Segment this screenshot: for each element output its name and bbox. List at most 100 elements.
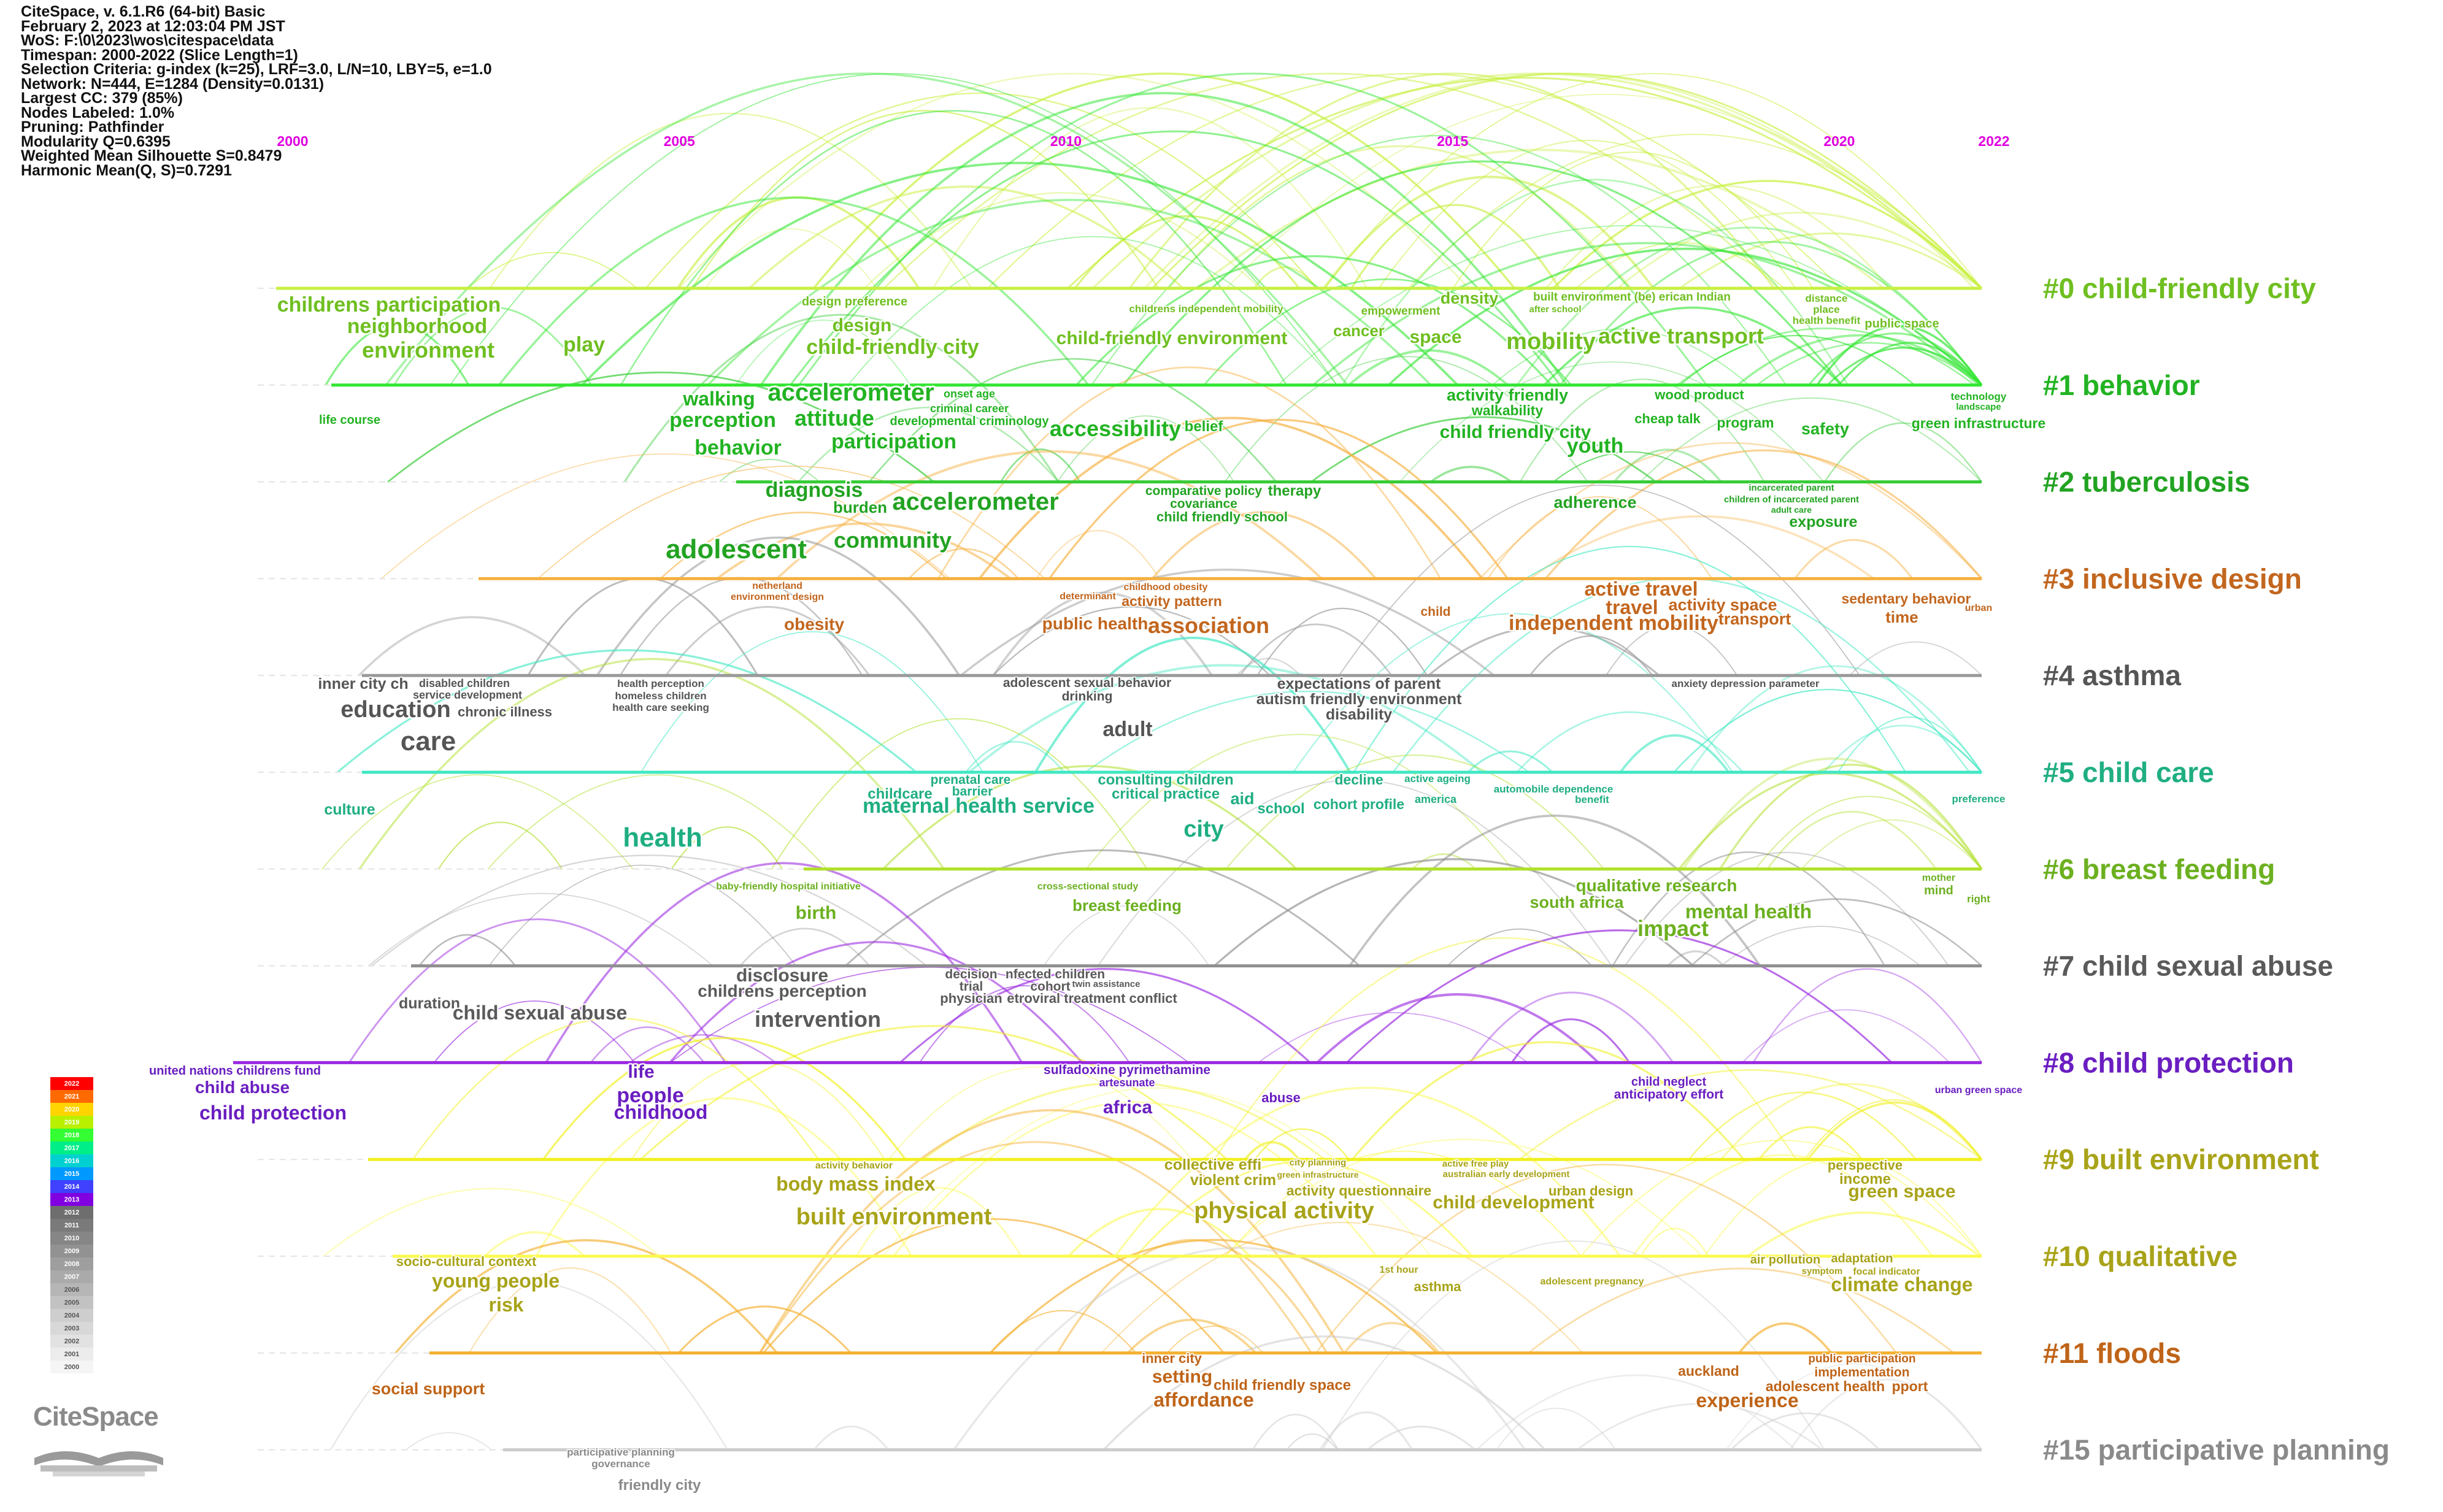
term-label[interactable]: participative planning [566,1446,676,1459]
term-label[interactable]: child abuse [194,1076,291,1098]
cluster-label[interactable]: #6 breast feeding [2043,853,2275,885]
term-label[interactable]: city planning [1288,1157,1347,1169]
term-label[interactable]: netherland [752,580,804,593]
term-label[interactable]: cohort profile [1312,795,1406,813]
term-label[interactable]: maternal health service [861,793,1096,819]
term-label[interactable]: automobile dependence [1493,783,1614,796]
term-label[interactable]: walkability [1470,401,1544,419]
term-label[interactable]: anxiety depression parameter [1671,677,1820,691]
term-label[interactable]: belief [1183,417,1225,436]
term-label[interactable]: trial [958,979,984,995]
term-label[interactable]: public space [1864,317,1940,332]
term-label[interactable]: active ageing [1404,772,1472,786]
term-label[interactable]: qualitative research [1574,875,1738,896]
term-label[interactable]: abuse [1261,1089,1302,1106]
cluster-label[interactable]: #9 built environment [2043,1143,2319,1175]
term-label[interactable]: green infrastructure [1910,414,2047,432]
term-label[interactable]: safety [1800,418,1850,439]
term-label[interactable]: breast feeding [1071,895,1182,916]
term-label[interactable]: violent crim [1189,1170,1277,1190]
term-label[interactable]: participation [830,429,958,455]
cluster-label[interactable]: #7 child sexual abuse [2043,950,2333,982]
term-label[interactable]: wood product [1653,386,1745,403]
term-label[interactable]: body mass index [775,1172,937,1197]
term-label[interactable]: care [399,724,458,758]
term-label[interactable]: developmental criminology [889,414,1050,429]
term-label[interactable]: burden [832,497,888,518]
term-label[interactable]: disability [1325,705,1393,724]
term-label[interactable]: child-friendly environment [1055,327,1288,350]
term-label[interactable]: collective effi [1163,1155,1263,1175]
term-label[interactable]: expectations of parent [1276,674,1442,694]
term-label[interactable]: climate change [1829,1272,1974,1297]
term-label[interactable]: green infrastructure [1276,1169,1360,1181]
term-label[interactable]: activity behavior [814,1160,893,1172]
term-label[interactable]: exposure [1788,512,1859,532]
term-label[interactable]: united nations childrens fund [148,1064,322,1079]
term-label[interactable]: child friendly school [1155,508,1288,525]
term-label[interactable]: perspective [1826,1156,1903,1173]
term-label[interactable]: adolescent pregnancy [1539,1276,1645,1288]
term-label[interactable]: childrens perception [696,980,868,1002]
term-label[interactable]: health benefit [1791,314,1861,328]
term-label[interactable]: auckland [1677,1362,1740,1380]
term-label[interactable]: america [1414,792,1458,807]
term-label[interactable]: intervention [753,1005,882,1033]
term-label[interactable]: empowerment [1360,304,1441,319]
term-label[interactable]: setting [1151,1365,1214,1388]
term-label[interactable]: chronic illness [456,703,553,720]
term-label[interactable]: mobility [1504,327,1597,356]
term-label[interactable]: life [626,1061,656,1083]
term-label[interactable]: cohort [1029,979,1071,995]
term-label[interactable]: disabled children [418,677,510,691]
term-label[interactable]: 1st hour [1379,1264,1419,1276]
term-label[interactable]: accelerometer [890,486,1060,517]
term-label[interactable]: mother [1921,872,1956,885]
term-label[interactable]: perception [668,407,778,434]
term-label[interactable]: child friendly city [1438,421,1592,443]
term-label[interactable]: active travel [1583,577,1699,602]
term-label[interactable]: mind [1923,883,1955,899]
term-label[interactable]: barrier [951,784,994,800]
term-label[interactable]: school [1256,799,1306,818]
term-label[interactable]: child neglect [1630,1075,1707,1090]
term-label[interactable]: determinant [1059,591,1117,603]
term-label[interactable]: inner city ch [317,674,410,694]
term-label[interactable]: drinking [1061,689,1114,705]
term-label[interactable]: accessibility [1048,414,1182,442]
term-label[interactable]: children of incarcerated parent [1723,494,1860,506]
term-label[interactable]: physical activity [1192,1196,1375,1225]
term-label[interactable]: young people [431,1268,561,1294]
cluster-label[interactable]: #4 asthma [2043,659,2181,691]
term-label[interactable]: right [1966,892,1991,906]
term-label[interactable]: pport [1891,1377,1929,1395]
term-label[interactable]: design [831,314,893,337]
term-label[interactable]: urban [1964,602,1993,615]
term-label[interactable]: active free play [1441,1158,1510,1170]
term-label[interactable]: travel [1604,595,1660,620]
term-label[interactable]: child development [1431,1191,1596,1214]
term-label[interactable]: activity pattern [1121,592,1223,610]
term-label[interactable]: social support [371,1378,486,1399]
term-label[interactable]: green space [1847,1180,1956,1203]
term-label[interactable]: technology [1950,390,2007,404]
term-label[interactable]: adult care [1770,504,1812,516]
term-label[interactable]: culture [323,800,377,819]
cluster-label[interactable]: #1 behavior [2043,369,2200,401]
term-label[interactable]: activity questionnaire [1285,1181,1433,1199]
term-label[interactable]: prenatal care [929,772,1012,788]
term-label[interactable]: twin assistance [1071,978,1141,991]
term-label[interactable]: australian early development [1442,1169,1571,1181]
term-label[interactable]: homeless children [614,689,707,703]
term-label[interactable]: cross-sectional study [1036,881,1139,893]
term-label[interactable]: urban design [1547,1182,1634,1199]
term-label[interactable]: cancer [1332,320,1386,341]
term-label[interactable]: baby-friendly hospital initiative [715,881,862,893]
term-label[interactable]: after school [1528,304,1582,316]
term-label[interactable]: artesunate [1098,1076,1156,1090]
term-label[interactable]: cheap talk [1634,410,1702,427]
term-label[interactable]: disclosure [735,964,829,987]
term-label[interactable]: therapy [1267,482,1323,500]
term-label[interactable]: sedentary behavior [1841,589,1972,607]
term-label[interactable]: walking [681,386,756,412]
